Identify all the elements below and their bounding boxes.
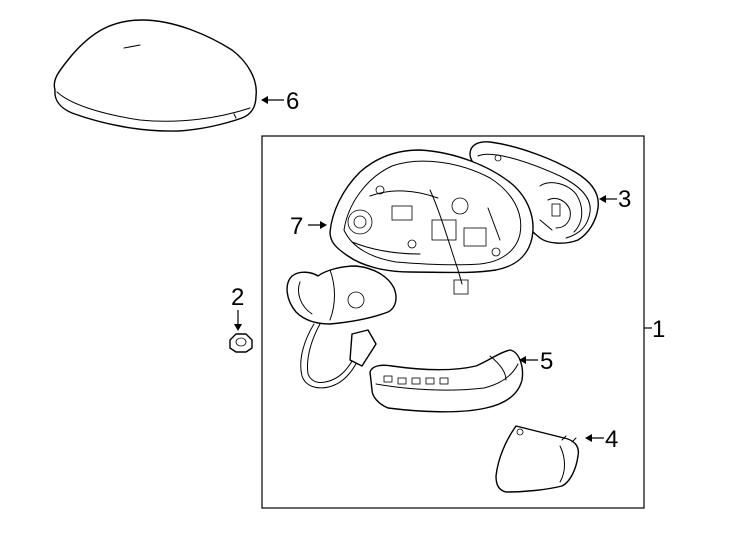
mirror-cover-cap-icon[interactable] <box>53 19 257 132</box>
turn-signal-lamp-icon[interactable] <box>369 349 524 413</box>
callout-6: 6 <box>286 88 299 115</box>
callout-7: 7 <box>290 213 303 240</box>
mirror-housing-icon[interactable] <box>286 149 534 389</box>
callout-1: 1 <box>652 316 665 343</box>
callout-4: 4 <box>605 426 618 453</box>
callout-2: 2 <box>231 284 244 311</box>
callout-5: 5 <box>540 348 553 375</box>
arrow-4 <box>585 434 592 442</box>
arrow-2 <box>234 324 242 331</box>
arrow-7 <box>320 221 327 229</box>
callout-3: 3 <box>618 186 631 213</box>
arrow-5 <box>519 356 526 364</box>
arrow-6 <box>261 96 268 104</box>
lower-cover-icon[interactable] <box>495 425 580 493</box>
assembly-frame <box>261 135 645 509</box>
arrow-3 <box>599 195 606 203</box>
nut-icon[interactable] <box>229 333 253 353</box>
